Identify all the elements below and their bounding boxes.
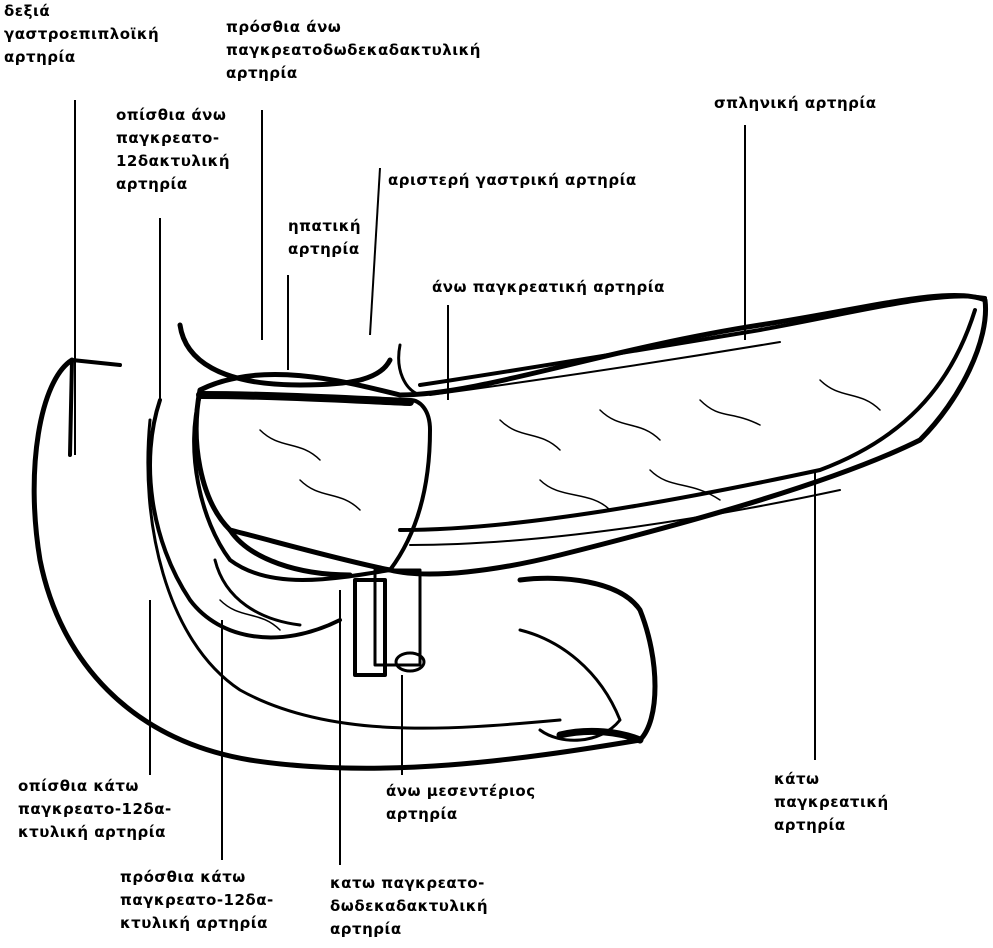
label-superior-pancreatic-artery: άνω παγκρεατική αρτηρία xyxy=(432,276,665,299)
label-inferior-pancreatic-artery: κάτω παγκρεατική αρτηρία xyxy=(774,768,889,837)
label-splenic-artery: σπληνική αρτηρία xyxy=(714,92,877,115)
label-anterior-inferior-pancreaticoduodenal-artery: πρόσθια κάτω παγκρεατο-12δα- κτυλική αρτ… xyxy=(120,866,274,935)
leader-left-gastric xyxy=(370,168,380,335)
splenic-artery xyxy=(420,296,985,385)
superior-mesenteric-vessel xyxy=(355,580,385,675)
label-right-gastroepiploic-artery: δεξιά γαστροεπιπλοϊκή αρτηρία xyxy=(4,0,159,69)
label-anterior-superior-pancreaticoduodenal-artery: πρόσθια άνω παγκρεατοδωδεκαδακτυλική αρτ… xyxy=(226,16,481,85)
label-hepatic-artery: ηπατική αρτηρία xyxy=(288,215,361,261)
label-left-gastric-artery: αριστερή γαστρική αρτηρία xyxy=(388,169,637,192)
label-posterior-superior-pancreaticoduodenal-artery: οπίσθια άνω παγκρεατο- 12δακτυλική αρτηρ… xyxy=(116,104,230,196)
label-superior-mesenteric-artery: άνω μεσεντέριος αρτηρία xyxy=(386,780,536,826)
duodenum xyxy=(34,360,655,768)
label-posterior-inferior-pancreaticoduodenal-artery: οπίσθια κάτω παγκρεατο-12δα- κτυλική αρτ… xyxy=(18,775,172,844)
label-inferior-pancreaticoduodenal-artery: κατω παγκρεατο- δωδεκαδακτυλική αρτηρία xyxy=(330,872,488,941)
